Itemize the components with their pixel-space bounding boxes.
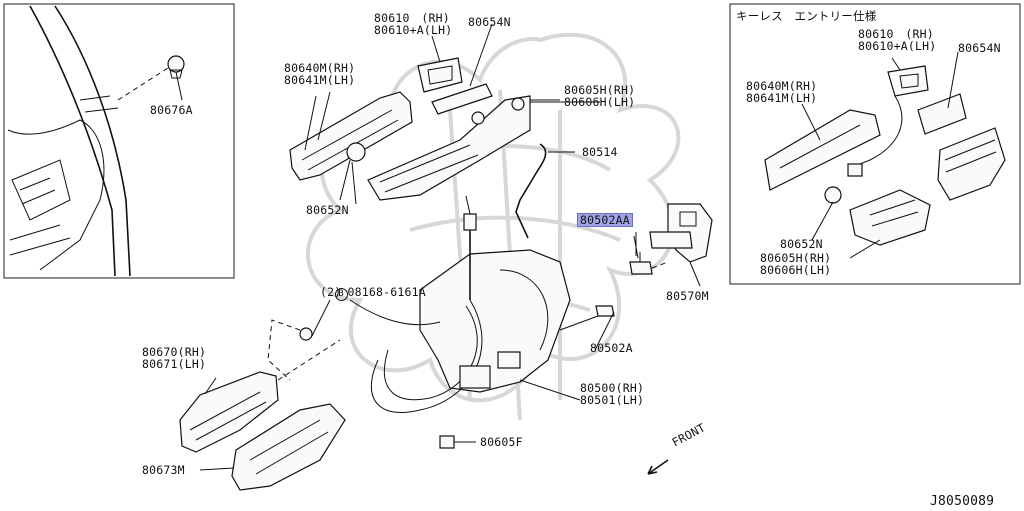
label-80652N[interactable]: 80652N (306, 203, 349, 217)
inset-right-frame (729, 3, 1021, 285)
inset-left-frame (3, 3, 235, 279)
inset-label-80610A[interactable]: 80610+A(LH) (858, 39, 937, 53)
label-80605F[interactable]: 80605F (480, 435, 523, 449)
label-80514[interactable]: 80514 (582, 145, 618, 159)
striker-80570M (649, 203, 713, 287)
escutcheon-80673M (199, 403, 346, 491)
inset-label-80605H[interactable]: 80605H(RH) (760, 251, 832, 265)
rod-80514 (515, 143, 575, 239)
label-80605H[interactable]: 80605H(RH) (564, 83, 636, 97)
outside-handle-80640M (289, 91, 413, 181)
label-80654N[interactable]: 80654N (468, 15, 511, 29)
inset-label-80654N[interactable]: 80654N (958, 41, 1001, 55)
label-80670[interactable]: 80670(RH) (142, 345, 207, 359)
escutcheon-80610 (417, 35, 463, 93)
inset-label-80640M[interactable]: 80640M(RH) (746, 79, 818, 93)
inset-label-80606H[interactable]: 80606H(LH) (760, 263, 832, 277)
label-80502AA[interactable]: 80502AA (577, 213, 633, 227)
clip-80676A (167, 55, 185, 101)
bolt-part-number: 08168-6161A (347, 285, 426, 299)
label-80640M[interactable]: 80640M(RH) (284, 61, 356, 75)
label-80502A[interactable]: 80502A (590, 341, 633, 355)
inset-label-80641M[interactable]: 80641M(LH) (746, 91, 818, 105)
label-80606H[interactable]: 80606H(LH) (564, 95, 636, 109)
label-80676A[interactable]: 80676A (150, 103, 193, 117)
inset-label-80652N[interactable]: 80652N (780, 237, 823, 251)
label-80570M[interactable]: 80570M (666, 289, 709, 303)
bolt-80502A (559, 305, 615, 351)
front-arrow (647, 459, 669, 475)
gasket-80654N (431, 23, 493, 115)
diagram-id: J8050089 (930, 494, 995, 509)
handle-bracket-80605H (367, 95, 560, 201)
inset-right-title: キーレス エントリー仕様 (736, 9, 877, 23)
label-80500[interactable]: 80500(RH) (580, 381, 645, 395)
door-frame-illustration (7, 5, 169, 277)
grommet-80652N (339, 142, 366, 201)
bolt-symbol: B (334, 288, 348, 301)
label-80673M[interactable]: 80673M (142, 463, 185, 477)
label-bolt-qty: (2) (320, 285, 342, 299)
screw-80502AA (629, 232, 669, 275)
label-80610[interactable]: 80610 (RH) (374, 11, 450, 25)
inset-label-80610[interactable]: 80610 (RH) (858, 27, 934, 41)
inside-handle-80670 (179, 339, 341, 453)
clip-80605F (439, 435, 476, 449)
bolt-08168 (267, 299, 331, 381)
door-lock-80500 (349, 195, 581, 414)
label-80610A[interactable]: 80610+A(LH) (374, 23, 453, 37)
label-80641M[interactable]: 80641M(LH) (284, 73, 356, 87)
inset-handle-assembly (764, 51, 1006, 259)
label-80501[interactable]: 80501(LH) (580, 393, 645, 407)
label-80671[interactable]: 80671(LH) (142, 357, 207, 371)
